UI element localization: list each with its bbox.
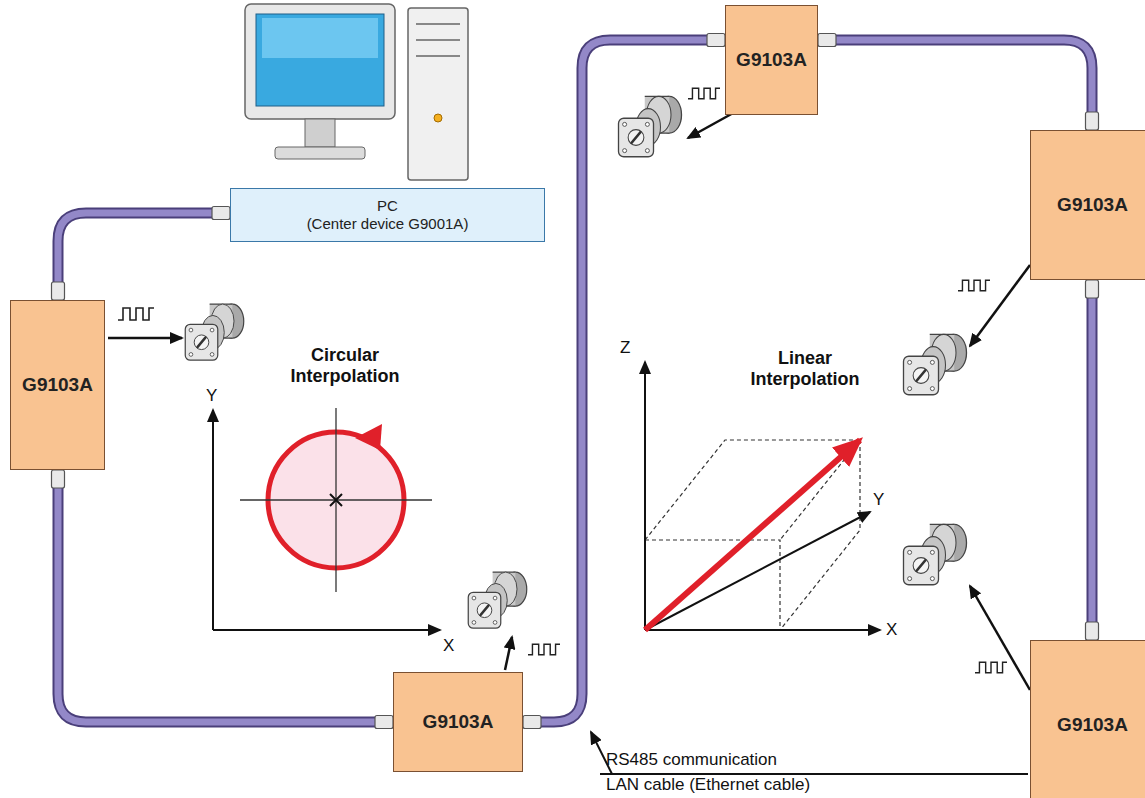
callout-text: RS485 communication (606, 750, 777, 770)
linear-plot (645, 362, 880, 630)
controller-box: G9103A (393, 672, 523, 772)
lan-cable (52, 470, 394, 729)
axis-label: Y (873, 490, 884, 510)
box-title: G9103A (22, 374, 93, 396)
plot-title: Linear Interpolation (740, 348, 870, 389)
controller-box: G9103A (10, 300, 105, 470)
callout-text: LAN cable (Ethernet cable) (606, 776, 810, 795)
circular-plot (213, 408, 440, 630)
box-title: G9103A (1057, 194, 1128, 216)
box-title: PC (377, 197, 398, 215)
box-title: G9103A (423, 711, 494, 733)
controller-box: G9103A (1030, 130, 1145, 280)
axis-label: X (886, 620, 897, 640)
lan-cable (1086, 280, 1099, 640)
pc-computer (245, 4, 468, 180)
axis-label: Y (206, 386, 217, 406)
controller-box: G9103A (725, 5, 818, 115)
axis-label: X (443, 636, 454, 656)
box-subtitle: (Center device G9001A) (307, 215, 469, 233)
pulse-symbols (118, 88, 1007, 673)
box-title: G9103A (1057, 714, 1128, 736)
box-title: G9103A (736, 49, 807, 71)
center-device-box: PC(Center device G9001A) (230, 188, 545, 242)
controller-box: G9103A (1030, 640, 1145, 798)
axis-label: Z (620, 338, 630, 358)
lan-cable (523, 34, 725, 729)
cable-callout (591, 732, 1028, 774)
lan-cable (52, 207, 231, 301)
pulse-arrows (108, 112, 1030, 690)
lan-cable (818, 34, 1099, 131)
plot-title: Circular Interpolation (280, 345, 410, 386)
stepper-motors (185, 96, 966, 628)
